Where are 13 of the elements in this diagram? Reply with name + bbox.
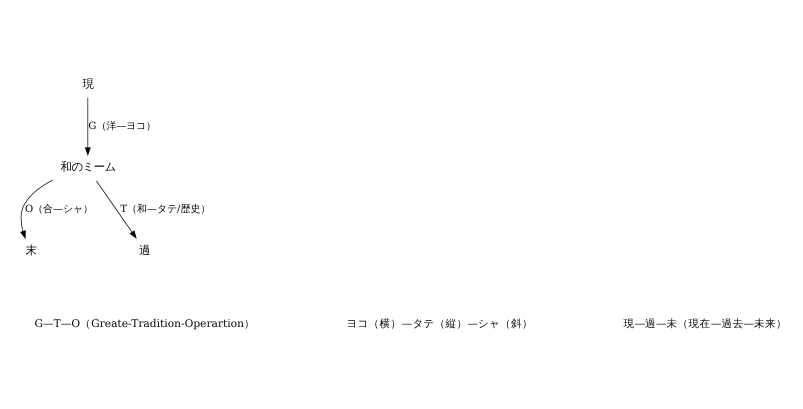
node-text: 和のミーム — [60, 160, 116, 174]
edge-label: G（洋—ヨコ） — [88, 120, 156, 132]
node-text: 末 — [25, 242, 36, 257]
arrow — [84, 97, 91, 156]
edge-label: O（合—シャ） — [24, 204, 94, 216]
node-text: 現 — [82, 76, 94, 90]
node-text: 過 — [139, 242, 150, 257]
label: G—T—O（Greate-Tradition-Operartion） — [34, 316, 255, 330]
label: 現—過—未（現在—過去—未来） — [623, 316, 788, 330]
edge-label: T（和—タテ/歴史） — [120, 204, 210, 216]
label: ヨコ（横）—タテ（縦）—シャ（斜） — [346, 316, 534, 330]
arrow — [20, 180, 54, 240]
arrow — [96, 180, 137, 239]
